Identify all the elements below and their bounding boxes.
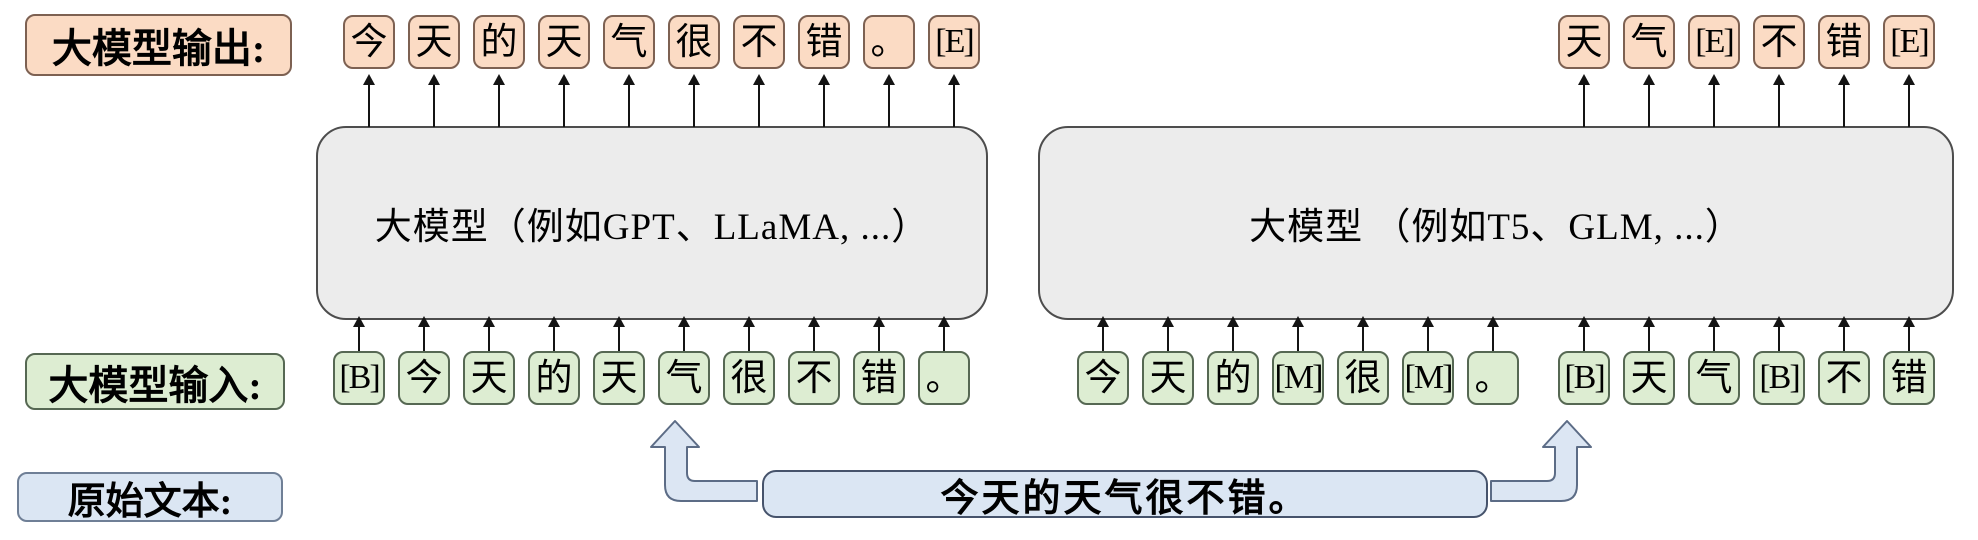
token: 的 [473, 15, 525, 69]
up-arrow-icon [743, 316, 755, 351]
up-arrow-icon [873, 316, 885, 351]
token: 天 [593, 351, 645, 405]
token: [B] [1558, 351, 1610, 405]
token: 气 [658, 351, 710, 405]
token: 错 [1883, 351, 1935, 405]
up-arrow-icon [1162, 316, 1174, 351]
up-arrow-icon [1097, 316, 1109, 351]
token: 天 [463, 351, 515, 405]
token: 不 [1818, 351, 1870, 405]
token: 天 [538, 15, 590, 69]
up-arrow-icon [883, 74, 895, 127]
right-model-title: 大模型 （例如T5、GLM, ...） [1249, 207, 1743, 248]
token: 很 [668, 15, 720, 69]
up-arrow-icon [938, 316, 950, 351]
up-arrow-icon [688, 74, 700, 127]
token: 很 [1337, 351, 1389, 405]
model-input-label: 大模型输入: [25, 353, 285, 410]
up-arrow-icon [1708, 74, 1720, 127]
token: [M] [1272, 351, 1324, 405]
up-arrow-icon [1422, 316, 1434, 351]
token: 不 [733, 15, 785, 69]
token: 。 [863, 15, 915, 69]
up-arrow-icon [493, 74, 505, 127]
right-input-target-token-row: [B]天气[B]不错 [1558, 351, 1935, 405]
token: [E] [1883, 15, 1935, 69]
token: 天 [1623, 351, 1675, 405]
source-text-label: 原始文本: [17, 472, 283, 523]
left-input-token-row: [B]今天的天气很不错。 [333, 351, 970, 405]
up-arrow-icon [1292, 316, 1304, 351]
up-arrow-icon [353, 316, 365, 351]
up-arrow-icon [753, 74, 765, 127]
up-arrow-icon [1643, 316, 1655, 351]
up-arrow-icon [1773, 316, 1785, 351]
up-arrow-icon [1578, 316, 1590, 351]
up-arrow-icon [818, 74, 830, 127]
right-model-box: 大模型 （例如T5、GLM, ...） [1038, 126, 1954, 320]
up-arrow-icon [1357, 316, 1369, 351]
up-arrow-icon [1903, 316, 1915, 351]
up-arrow-icon [1838, 74, 1850, 127]
token: 天 [408, 15, 460, 69]
token: 错 [798, 15, 850, 69]
source-text-box: 今天的天气很不错。 [762, 470, 1488, 520]
token: 今 [1077, 351, 1129, 405]
right-input-context-token-row: 今天的[M]很[M]。 [1077, 351, 1519, 405]
up-arrow-icon [1227, 316, 1239, 351]
up-arrow-icon [418, 316, 430, 351]
left-output-token-row: 今天的天气很不错。[E] [343, 15, 980, 69]
token: 不 [1753, 15, 1805, 69]
up-arrow-icon [428, 74, 440, 127]
token: 。 [918, 351, 970, 405]
up-arrow-icon [1578, 74, 1590, 127]
up-arrow-icon [1643, 74, 1655, 127]
token: 错 [853, 351, 905, 405]
token: 的 [1207, 351, 1259, 405]
up-arrow-icon [1838, 316, 1850, 351]
token: [M] [1402, 351, 1454, 405]
token: 今 [343, 15, 395, 69]
token: 天 [1558, 15, 1610, 69]
up-arrow-icon [1487, 316, 1499, 351]
up-arrow-icon [363, 74, 375, 127]
up-arrow-icon [558, 74, 570, 127]
up-arrow-icon [1773, 74, 1785, 127]
up-arrow-icon [623, 74, 635, 127]
model-output-label: 大模型输出: [25, 14, 292, 76]
left-model-box: 大模型（例如GPT、LLaMA, ...） [316, 126, 988, 320]
token: 气 [603, 15, 655, 69]
token: [E] [1688, 15, 1740, 69]
token: 今 [398, 351, 450, 405]
up-arrow-icon [678, 316, 690, 351]
up-arrow-icon [613, 316, 625, 351]
right-output-token-row: 天气[E]不错[E] [1558, 15, 1935, 69]
token: [B] [1753, 351, 1805, 405]
up-arrow-icon [483, 316, 495, 351]
token: [B] [333, 351, 385, 405]
token: 很 [723, 351, 775, 405]
up-arrow-icon [1708, 316, 1720, 351]
token: 。 [1467, 351, 1519, 405]
token: 错 [1818, 15, 1870, 69]
up-arrow-icon [1903, 74, 1915, 127]
token: 的 [528, 351, 580, 405]
up-arrow-icon [948, 74, 960, 127]
token: 天 [1142, 351, 1194, 405]
left-model-title: 大模型（例如GPT、LLaMA, ...） [374, 207, 930, 248]
source-to-left-input-arrow-icon [650, 420, 758, 502]
token: 气 [1688, 351, 1740, 405]
source-to-right-input-arrow-icon [1490, 420, 1592, 502]
up-arrow-icon [548, 316, 560, 351]
token: 不 [788, 351, 840, 405]
token: [E] [928, 15, 980, 69]
up-arrow-icon [808, 316, 820, 351]
token: 气 [1623, 15, 1675, 69]
